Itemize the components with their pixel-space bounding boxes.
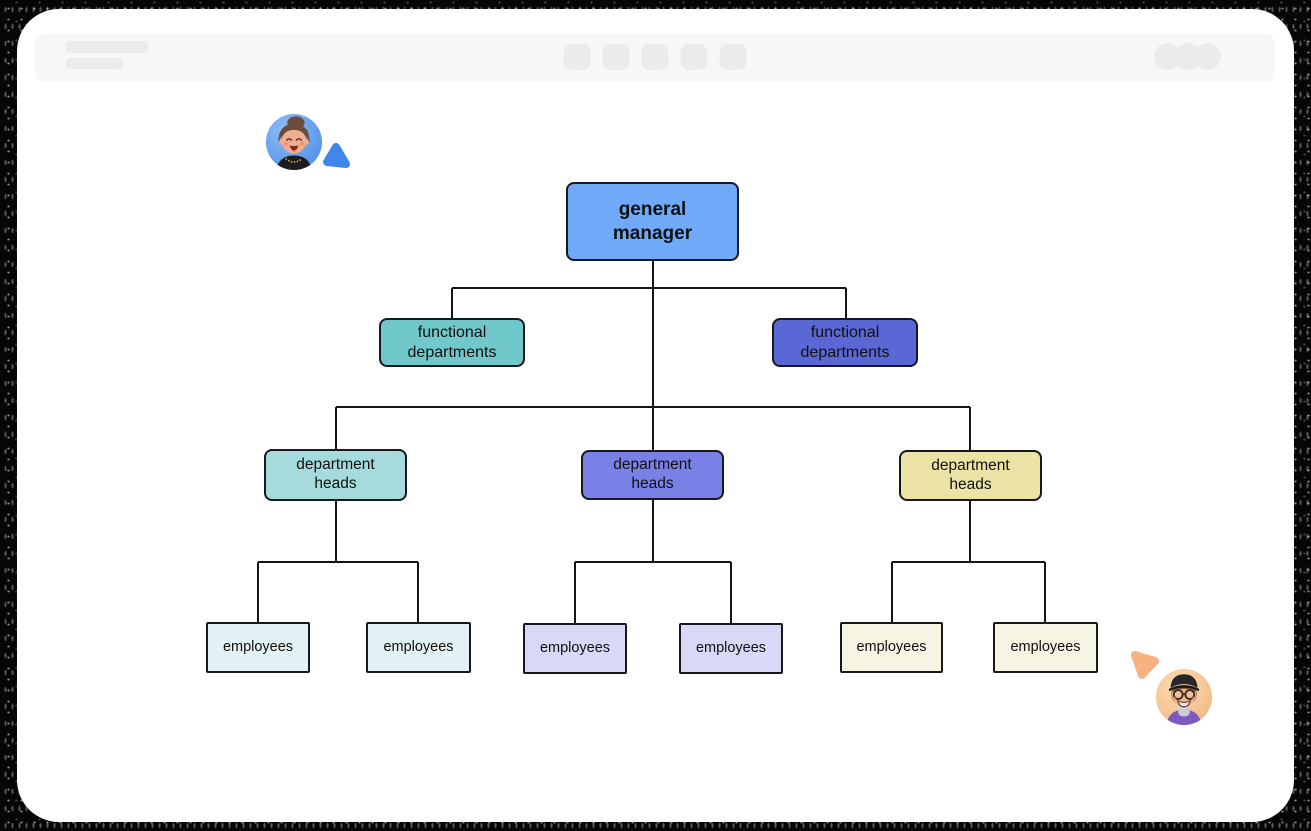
menu-skeleton-line-2 — [66, 58, 123, 69]
org-node-label: functional departments — [407, 323, 497, 361]
org-node-functional-departments-1[interactable]: functional departments — [379, 318, 525, 367]
menu-skeleton-line-1 — [66, 41, 148, 53]
org-node-functional-departments-2[interactable]: functional departments — [772, 318, 918, 367]
org-node-department-heads-2[interactable]: department heads — [581, 450, 724, 500]
person-cap-glasses-avatar — [1155, 668, 1213, 726]
toolbar-button-1[interactable] — [563, 44, 591, 70]
toolbar-avatar-stack[interactable] — [1154, 43, 1221, 70]
org-node-label: employees — [222, 638, 294, 655]
org-node-label: employees — [856, 638, 927, 655]
collaborator-1 — [265, 113, 350, 171]
org-node-label: employees — [695, 639, 767, 656]
toolbar-button-4[interactable] — [680, 44, 708, 70]
toolbar — [35, 34, 1275, 82]
org-node-label: employees — [383, 638, 454, 655]
org-node-employees-5[interactable]: employees — [840, 622, 943, 673]
org-node-general-manager[interactable]: general manager — [566, 182, 739, 261]
avatar-placeholder-3 — [1194, 43, 1221, 70]
org-chart-connectors — [257, 261, 1046, 623]
org-node-employees-2[interactable]: employees — [366, 622, 471, 673]
woman-bun-avatar — [265, 113, 323, 171]
org-node-label: general manager — [612, 199, 693, 244]
org-node-label: employees — [539, 639, 611, 656]
org-node-label: employees — [1010, 638, 1081, 655]
org-node-employees-6[interactable]: employees — [993, 622, 1098, 673]
org-node-label: department heads — [296, 456, 375, 492]
org-node-label: department heads — [613, 456, 692, 492]
org-node-label: functional departments — [800, 323, 890, 361]
org-node-employees-1[interactable]: employees — [206, 622, 310, 673]
app-window: general manager functional departments f… — [17, 9, 1294, 822]
org-node-employees-3[interactable]: employees — [523, 623, 627, 674]
org-node-department-heads-3[interactable]: department heads — [899, 450, 1042, 501]
toolbar-button-3[interactable] — [641, 44, 669, 70]
org-node-label: department heads — [931, 456, 1010, 493]
collaborator-2 — [1131, 651, 1213, 726]
toolbar-button-5[interactable] — [719, 44, 747, 70]
org-node-department-heads-1[interactable]: department heads — [264, 449, 407, 501]
blue-cursor-icon — [323, 143, 350, 168]
toolbar-actions — [563, 44, 747, 70]
toolbar-button-2[interactable] — [602, 44, 630, 70]
orange-cursor-icon — [1131, 651, 1159, 679]
org-node-employees-4[interactable]: employees — [679, 623, 783, 674]
